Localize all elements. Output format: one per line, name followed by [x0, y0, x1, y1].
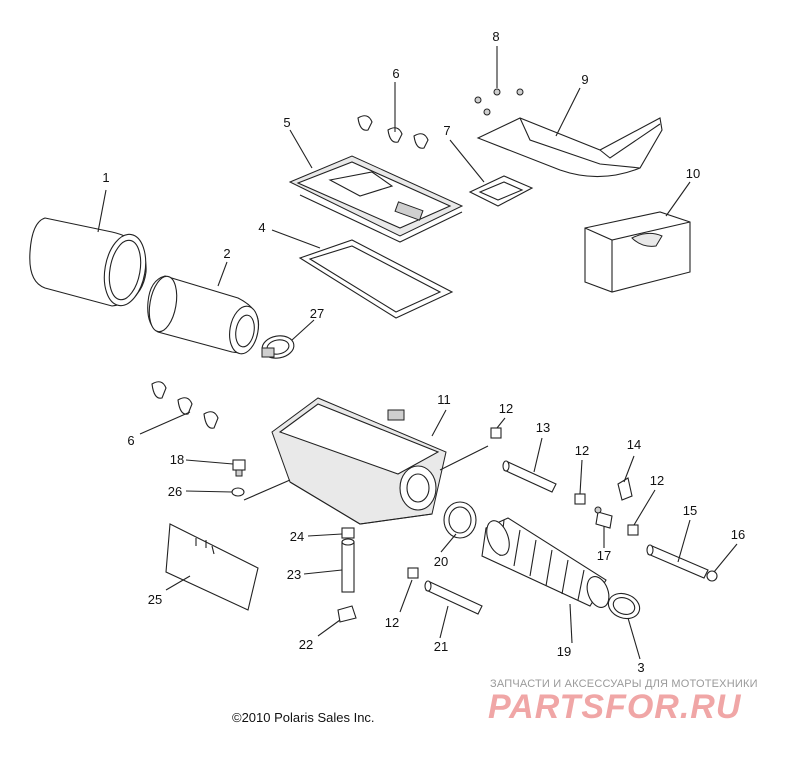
- callout-18: 18: [170, 452, 184, 467]
- part-11-airbox-base: [271, 397, 447, 525]
- watermark-logo: PARTSFOR.RU: [488, 688, 742, 726]
- part-17-fitting: [594, 506, 613, 529]
- part-6-clips-lower: [151, 381, 219, 429]
- callout-11: 11: [437, 392, 451, 407]
- callout-6-upper: 6: [392, 66, 399, 81]
- part-27-clamp: [261, 335, 295, 359]
- callout-10: 10: [686, 166, 700, 181]
- part-9-intake-duct: [476, 117, 663, 178]
- part-13-tube: [502, 460, 557, 493]
- part-6-clips-upper: [357, 115, 429, 149]
- callout-2: 2: [223, 246, 230, 261]
- callout-3: 3: [637, 660, 644, 675]
- callout-23: 23: [287, 567, 301, 582]
- part-14-bracket: [617, 477, 633, 501]
- callout-16: 16: [731, 527, 745, 542]
- callout-12-a: 12: [499, 401, 513, 416]
- part-22-drain: [337, 605, 357, 623]
- part-2-air-filter: [147, 275, 260, 355]
- leader-lines: [97, 46, 738, 660]
- callout-19: 19: [557, 644, 571, 659]
- part-5-airbox-lid: [288, 155, 464, 243]
- callout-12-d: 12: [385, 615, 399, 630]
- copyright-text: ©2010 Polaris Sales Inc.: [232, 710, 375, 725]
- callout-15: 15: [683, 503, 697, 518]
- callout-25: 25: [148, 592, 162, 607]
- callout-5: 5: [283, 115, 290, 130]
- part-12-grommets: [407, 427, 639, 579]
- part-20-ring: [443, 501, 477, 539]
- callout-24: 24: [290, 529, 304, 544]
- part-23-tube: [341, 538, 355, 593]
- part-3-clamp: [607, 592, 641, 620]
- callout-20: 20: [434, 554, 448, 569]
- callout-21: 21: [434, 639, 448, 654]
- callout-1: 1: [102, 170, 109, 185]
- part-7-plate: [468, 175, 534, 207]
- part-8-screws: [474, 88, 524, 116]
- part-21-tube: [424, 580, 483, 615]
- part-26-washer: [231, 487, 245, 497]
- callout-17: 17: [597, 548, 611, 563]
- part-1-prefilter: [29, 217, 147, 307]
- callout-9: 9: [581, 72, 588, 87]
- callout-12-b: 12: [575, 443, 589, 458]
- part-10-foam-block: [584, 211, 691, 293]
- part-19-hose: [481, 517, 610, 608]
- callout-labels: 1 2 3 4 5 6 6 7 8 9 10 11 12 12 12 12 13…: [102, 29, 745, 675]
- part-15-tube: [646, 544, 709, 579]
- part-24-clip: [341, 527, 355, 539]
- callout-12-c: 12: [650, 473, 664, 488]
- callout-6-lower: 6: [127, 433, 134, 448]
- callout-4: 4: [258, 220, 265, 235]
- callout-26: 26: [168, 484, 182, 499]
- callout-7: 7: [443, 123, 450, 138]
- part-16-clip: [706, 570, 718, 582]
- part-18-screw: [232, 459, 246, 477]
- part-25-label: [165, 523, 259, 611]
- callout-8: 8: [492, 29, 499, 44]
- callout-27: 27: [310, 306, 324, 321]
- callout-14: 14: [627, 437, 641, 452]
- watermark-tagline: ЗАПЧАСТИ И АКСЕССУАРЫ ДЛЯ МОТОТЕХНИКИ: [490, 678, 758, 690]
- part-4-gasket: [298, 239, 454, 319]
- callout-13: 13: [536, 420, 550, 435]
- callout-22: 22: [299, 637, 313, 652]
